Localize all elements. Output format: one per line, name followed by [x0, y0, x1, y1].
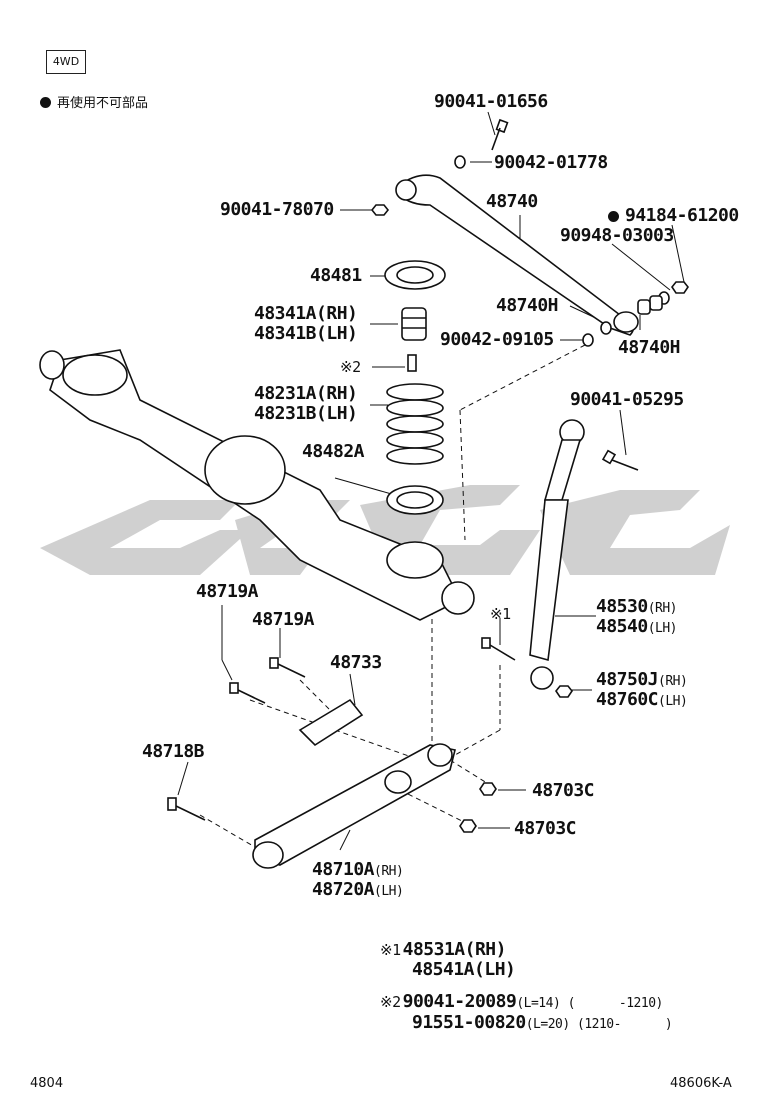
- bushing: [649, 295, 663, 311]
- side-suffix: (RH): [374, 864, 404, 879]
- part-number: 48750J: [596, 669, 659, 690]
- leader-lines: [177, 111, 685, 851]
- bolt-upper-link-2: [229, 682, 266, 704]
- washer-mid: [600, 321, 612, 335]
- part-label[interactable]: 90041-01656: [434, 91, 548, 112]
- lateral-rod: [395, 174, 639, 336]
- part-label[interactable]: 48760C(LH): [596, 689, 688, 712]
- part-label[interactable]: 90042-09105: [440, 329, 554, 350]
- part-label[interactable]: 48482A: [302, 441, 365, 462]
- side-suffix: (RH): [658, 674, 688, 689]
- part-label[interactable]: 48718B: [142, 741, 205, 762]
- coil-spring: [386, 383, 444, 465]
- bump-stopper: [401, 307, 427, 341]
- part-number: 48530: [596, 596, 648, 617]
- washer-lower: [582, 333, 594, 347]
- part-label[interactable]: 90041-78070: [220, 199, 334, 220]
- side-suffix: (LH): [374, 884, 404, 899]
- part-label[interactable]: 48710A(RH): [312, 859, 404, 882]
- nut-shock: [555, 685, 573, 698]
- note-mark: ※2: [380, 993, 401, 1011]
- washer-top: [454, 155, 466, 169]
- footer-page-code: 4804: [30, 1076, 64, 1091]
- note-mark: ※1: [380, 941, 401, 959]
- part-label[interactable]: 48540(LH): [596, 616, 678, 639]
- part-label[interactable]: 48750J(RH): [596, 669, 688, 692]
- nut-right: [671, 281, 689, 294]
- upper-link-bracket: [298, 698, 364, 747]
- part-label[interactable]: 48720A(LH): [312, 879, 404, 902]
- part-label[interactable]: 48341A(RH): [254, 303, 358, 324]
- part-label[interactable]: 48740: [486, 191, 538, 212]
- nut-lower-1: [479, 782, 497, 796]
- non-reusable-dot-icon: [40, 97, 51, 108]
- part-number: 94184-61200: [625, 205, 739, 226]
- part-number: 48531A(RH): [402, 939, 507, 960]
- axle-housing: [39, 349, 475, 621]
- part-label[interactable]: 48481: [310, 265, 362, 286]
- variant-tag: 4WD: [46, 50, 86, 74]
- note-mark: ※2: [340, 358, 361, 376]
- part-label[interactable]: 90948-03003: [560, 225, 674, 246]
- part-label[interactable]: 48341B(LH): [254, 323, 358, 344]
- note-1-line-2[interactable]: 48541A(LH): [412, 959, 516, 980]
- part-label[interactable]: 90041-05295: [570, 389, 684, 410]
- nut-lower-2: [459, 819, 477, 833]
- part-label[interactable]: 48740H: [618, 337, 681, 358]
- part-number: 48720A: [312, 879, 375, 900]
- part-label[interactable]: 48530(RH): [596, 596, 678, 619]
- note-2-line-2[interactable]: 91551-00820(L=20) (1210- ): [412, 1012, 673, 1035]
- note-detail: (L=20) (1210- ): [525, 1017, 673, 1032]
- part-number: 48540: [596, 616, 648, 637]
- legend-text: 再使用不可部品: [57, 96, 149, 111]
- note-detail: (L=14) ( -1210): [516, 996, 663, 1011]
- part-label[interactable]: 48733: [330, 652, 382, 673]
- lower-control-arm: [252, 743, 456, 869]
- footer-illustration-code: 48606K-A: [670, 1076, 732, 1091]
- part-number: 48760C: [596, 689, 659, 710]
- note-mark-label[interactable]: ※1: [490, 604, 513, 624]
- part-number: 91551-00820: [412, 1012, 526, 1033]
- part-label[interactable]: 48719A: [196, 581, 259, 602]
- note-mark: ※1: [490, 605, 511, 623]
- bushing-2: [637, 299, 651, 315]
- part-number: 90041-20089: [402, 991, 517, 1012]
- parts-drawing: [39, 118, 689, 869]
- part-label[interactable]: 48231B(LH): [254, 403, 358, 424]
- note-mark-label[interactable]: ※2: [340, 357, 363, 377]
- part-label[interactable]: 48703C: [532, 780, 595, 801]
- part-number: 48710A: [312, 859, 375, 880]
- nut-small: [370, 204, 390, 216]
- side-suffix: (LH): [647, 621, 678, 636]
- bolt-lower-arm: [167, 797, 206, 821]
- part-label[interactable]: 48719A: [252, 609, 315, 630]
- spring-lower-seat: [386, 485, 444, 515]
- part-label[interactable]: 48703C: [514, 818, 577, 839]
- bolt-shock-top: [601, 449, 639, 471]
- side-suffix: (RH): [647, 601, 678, 616]
- part-label-non-reusable[interactable]: 94184-61200: [608, 206, 739, 226]
- bolt-top: [491, 118, 509, 151]
- spring-upper-seat: [384, 260, 446, 290]
- side-suffix: (LH): [658, 694, 688, 709]
- non-reusable-dot-icon: [608, 211, 619, 222]
- part-label[interactable]: 48231A(RH): [254, 383, 358, 404]
- shock-absorber: [529, 419, 585, 690]
- bolt-upper-link-1: [269, 657, 306, 678]
- part-label[interactable]: 90042-01778: [494, 152, 608, 173]
- legend: 再使用不可部品: [40, 92, 148, 111]
- bolt-mark2: [407, 354, 417, 372]
- part-label[interactable]: 48740H: [496, 295, 559, 316]
- bolt-shock-lower: [481, 637, 516, 661]
